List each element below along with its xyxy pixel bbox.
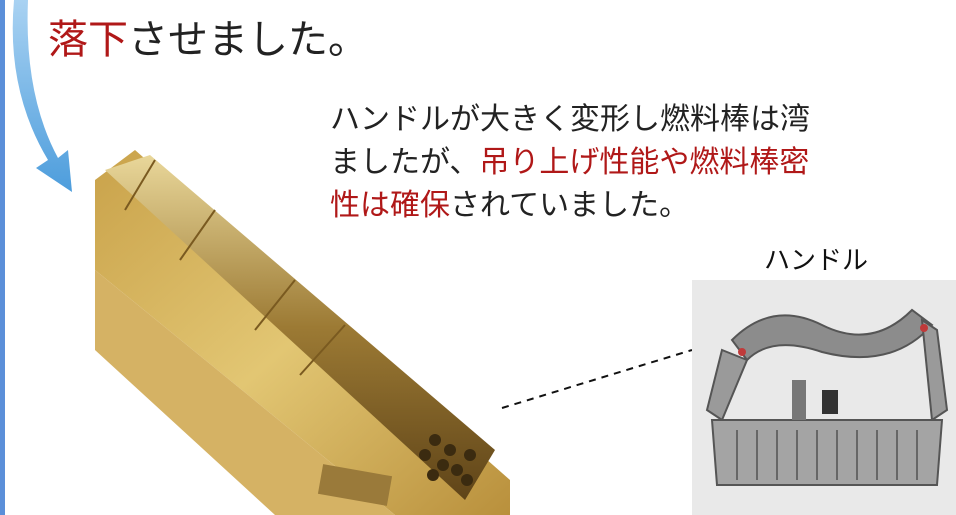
title-rest-text: させました。 xyxy=(128,17,368,63)
curved-down-arrow-icon xyxy=(12,0,72,192)
line2-accent-text: 吊り上げ性能や燃料棒密 xyxy=(479,145,810,180)
deformed-handle-photo xyxy=(692,280,956,515)
description-line-2: ましたが、吊り上げ性能や燃料棒密 xyxy=(330,141,956,184)
line3-accent-text: 性は確保 xyxy=(330,188,450,223)
left-accent-rule xyxy=(0,0,5,515)
fuel-assembly-photo xyxy=(95,150,510,515)
leader-dashed-line xyxy=(501,349,693,409)
line2-plain-text: ましたが、 xyxy=(330,145,480,180)
line3-plain-text: されていました。 xyxy=(450,188,690,223)
line1-text: ハンドルが大きく変形し燃料棒は湾 xyxy=(330,102,810,137)
slide-title: 落下させました。 xyxy=(48,14,368,66)
description-line-3: 性は確保されていました。 xyxy=(330,184,956,227)
description-text: ハンドルが大きく変形し燃料棒は湾 ましたが、吊り上げ性能や燃料棒密 性は確保され… xyxy=(330,98,956,227)
title-accent-text: 落下 xyxy=(48,17,128,63)
description-line-1: ハンドルが大きく変形し燃料棒は湾 xyxy=(330,98,956,141)
handle-label: ハンドル xyxy=(764,246,869,276)
